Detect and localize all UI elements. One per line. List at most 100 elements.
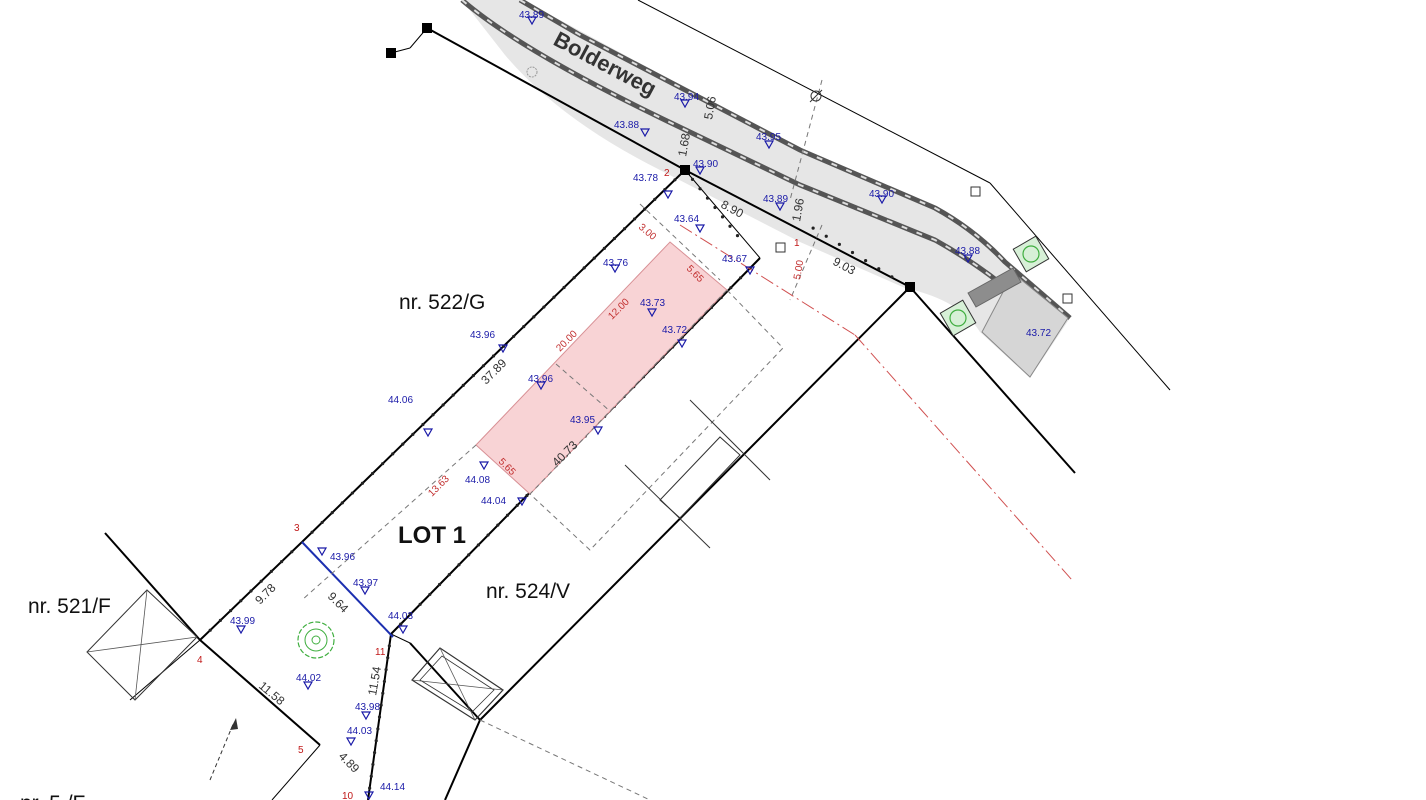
elevation-marker-icon [609, 264, 621, 274]
point-10: 10 [342, 791, 354, 800]
elevation-marker-icon [302, 681, 314, 691]
dim-5-06: 5.06 [701, 95, 719, 121]
fence-dot [377, 715, 382, 719]
elev-e-2: 43.67 [722, 254, 747, 265]
fence-dot [824, 234, 828, 238]
lot-label: LOT 1 [398, 522, 466, 549]
fence-dot [280, 560, 284, 564]
fence-dot [218, 618, 222, 623]
fence-dot [320, 520, 324, 525]
dim-1-68: 1.68 [675, 132, 693, 158]
elev-road-1: 43.89 [519, 10, 544, 21]
point-4: 4 [197, 655, 203, 666]
fence-dot [428, 592, 432, 597]
fence-dot [381, 462, 385, 466]
building-footprint [301, 79, 1073, 800]
elevation-marker-icon [516, 497, 528, 507]
dim-4-89: 4.89 [336, 749, 363, 776]
fence-dot [690, 177, 695, 181]
fence-dot [387, 644, 391, 648]
elevation-marker-icon [662, 190, 674, 200]
fence-dot [582, 266, 586, 270]
elev-road-3: 43.95 [756, 132, 781, 143]
elevation-marker-icon [497, 344, 509, 354]
fence-dot [386, 656, 390, 660]
fence-dot [369, 774, 373, 778]
fence-dot [374, 739, 378, 743]
fence-dot [370, 471, 375, 476]
fence-dot [418, 602, 422, 606]
shed-west [86, 589, 198, 701]
fence-dot [491, 354, 496, 358]
elevation-marker-icon [763, 140, 775, 150]
fence-dot [572, 276, 576, 280]
fence-dot [890, 275, 894, 279]
fence-dot [532, 315, 536, 319]
fence-dot [379, 703, 383, 707]
fence-dot [451, 393, 455, 397]
fence-dot [269, 569, 273, 574]
dim-11-54: 11.54 [365, 665, 384, 696]
point-numbers: 1 2 3 4 5 10 11 [197, 168, 800, 800]
grey-dash-south [479, 719, 651, 800]
elevation-marker-icon [962, 254, 974, 264]
fence-dot [622, 227, 627, 231]
elev-corner-2: 43.78 [633, 173, 658, 184]
fence-dot [401, 442, 405, 446]
fence-dot [229, 609, 233, 613]
elev-parking: 43.72 [1026, 328, 1051, 339]
fence-dot [249, 589, 253, 593]
elevation-marker-icon [478, 461, 490, 471]
shed-east [624, 399, 771, 549]
elev-m-2: 43.95 [570, 415, 595, 426]
fence-dot [512, 334, 516, 339]
parcel-east-label: nr. 524/V [486, 580, 570, 603]
fence-dot [376, 727, 380, 731]
fence-dot [467, 553, 471, 557]
planned-building [475, 241, 728, 495]
fence-dot [735, 234, 740, 238]
fence-dot [811, 226, 815, 230]
west-lower-boundary-2 [271, 744, 321, 800]
utility-markers [526, 66, 1073, 304]
elev-m-3: 44.08 [465, 475, 490, 486]
fence-dot [391, 452, 395, 456]
fence-dot [239, 599, 243, 603]
manhole-icon [809, 89, 823, 103]
fence-dot [384, 667, 388, 672]
grey-dash-road [789, 79, 823, 201]
corner-markers [386, 23, 915, 292]
fence-dot [522, 325, 526, 329]
setback-line-a [639, 203, 721, 281]
fence-dot [705, 196, 710, 200]
point-3: 3 [294, 523, 300, 534]
west-parcel-line [104, 532, 201, 641]
fence-dot [481, 364, 486, 368]
elev-s-4: 43.99 [230, 616, 255, 627]
elev-s-1: 43.96 [330, 552, 355, 563]
elevation-marker-icon [422, 428, 434, 438]
elevation-marker-icon [639, 128, 651, 138]
building-line-red [679, 224, 856, 336]
elev-e-3: 43.76 [603, 258, 628, 269]
dim-9-64: 9.64 [325, 589, 352, 616]
fence-dot [381, 691, 385, 695]
corner-marker-a [422, 23, 432, 33]
fence-dot [850, 250, 855, 255]
road-edge-south-dash [519, 0, 1071, 319]
east-road-boundary [909, 286, 1076, 474]
vegetation [297, 235, 1050, 659]
fence-dot [399, 622, 403, 626]
north-road-boundary-2 [989, 182, 1171, 391]
fence-dot [476, 543, 480, 547]
corner-marker-c [680, 165, 690, 175]
elevation-marker-icon [535, 381, 547, 391]
road-edge-north-dash [461, 0, 1063, 324]
elevation-marker-icon [744, 266, 756, 276]
fence-dot [372, 750, 377, 755]
north-arrow-icon [209, 718, 238, 781]
fence-dot [310, 530, 314, 534]
elev-e-1: 43.64 [674, 214, 699, 225]
fence-dot [653, 197, 657, 201]
elev-road-6: 43.88 [614, 120, 639, 131]
